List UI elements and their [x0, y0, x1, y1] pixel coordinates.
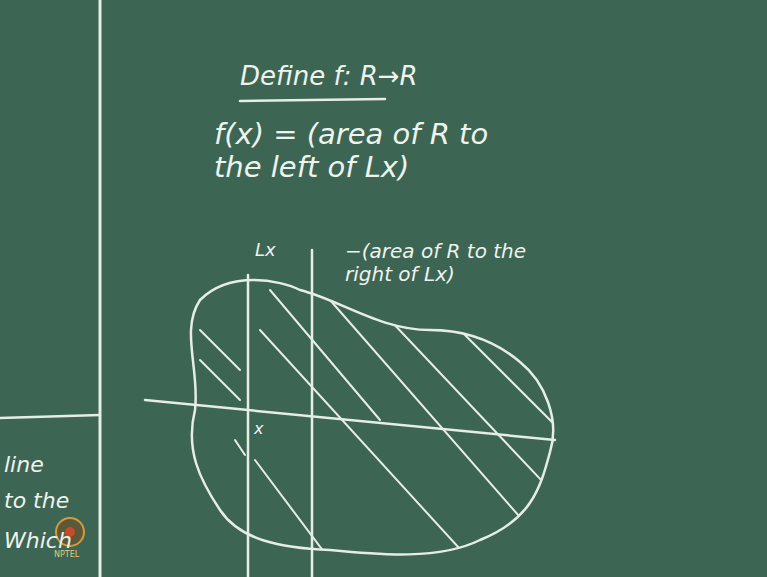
definition-text: −(area of R to the right of Lx) [345, 240, 535, 286]
cut-off-text: Which [4, 528, 72, 553]
cut-off-text: line [4, 452, 44, 477]
vertical-line [311, 250, 314, 577]
logo-text: NPTEL [54, 550, 79, 559]
definition-text: f(x) = (area of R to the left of Lx) [214, 118, 544, 185]
cut-off-text: to the [4, 488, 69, 513]
region-outline [191, 280, 553, 554]
board-frame [99, 0, 102, 577]
title-underline [240, 99, 385, 101]
line-label: Lx [255, 240, 276, 261]
point-label: x [252, 420, 265, 438]
vertical-line-lx [247, 275, 250, 577]
hatching [200, 290, 570, 560]
board-divider [0, 415, 100, 418]
x-axis [145, 400, 555, 440]
heading: Define f: R→R [240, 62, 418, 92]
